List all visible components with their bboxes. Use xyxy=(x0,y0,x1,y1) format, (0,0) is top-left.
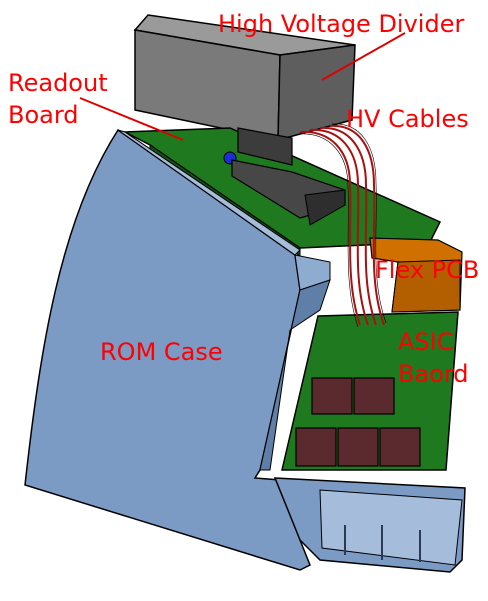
label-readout-board-line1: Readout xyxy=(8,69,108,97)
hv-cable-outline xyxy=(297,123,387,328)
label-high-voltage-divider: High Voltage Divider xyxy=(218,10,465,38)
label-flex-pcb: Flex PCB xyxy=(375,256,480,284)
high-voltage-divider xyxy=(133,14,356,141)
asic-board xyxy=(281,311,459,471)
leader-line-hv-divider xyxy=(321,32,406,81)
flex-pcb xyxy=(369,237,463,313)
label-asic-board-line1: ASIC xyxy=(398,328,454,356)
label-hv-cables: HV Cables xyxy=(346,105,469,133)
rom-case xyxy=(24,128,466,573)
label-asic-board-line2: Baord xyxy=(398,360,469,388)
label-rom-case: ROM Case xyxy=(100,338,223,366)
label-readout-board-line2: Board xyxy=(8,101,79,129)
leader-line-readout-board xyxy=(79,97,184,141)
hv-cables xyxy=(299,124,385,326)
